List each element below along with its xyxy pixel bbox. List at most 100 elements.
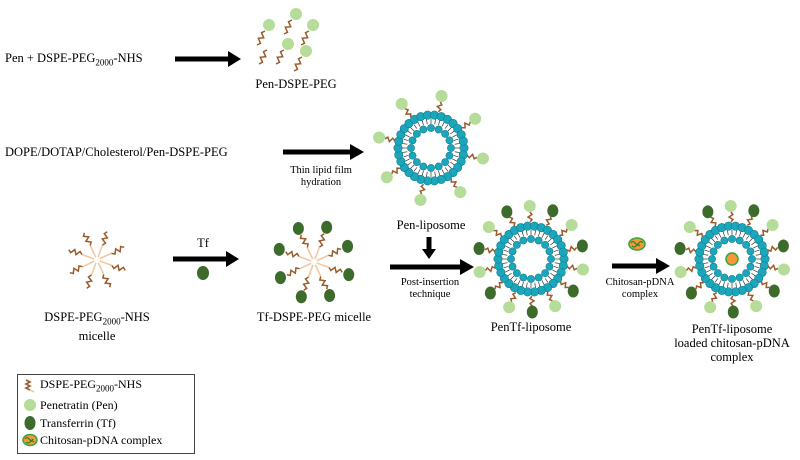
penetratin-bead <box>503 301 516 314</box>
lipid-tail <box>89 245 97 258</box>
lipid-tail <box>526 230 528 236</box>
lipid-head-inner <box>408 151 417 160</box>
lipid-tail <box>544 235 549 240</box>
lipid-head-inner <box>735 236 744 245</box>
arrow-chitosan <box>612 258 670 274</box>
lipid-tail <box>316 254 329 262</box>
peg-chain <box>300 30 310 46</box>
peg-chain <box>302 276 311 291</box>
lipid-head-inner <box>742 269 751 278</box>
lipid-head-inner <box>541 240 550 249</box>
lipid-tail <box>739 231 742 237</box>
peg-chain <box>285 250 300 259</box>
penetratin-bead <box>300 45 312 57</box>
legend-peg-suffix: -NHS <box>114 377 143 391</box>
lipid-head-inner <box>541 269 550 278</box>
peg-subscript: 2000 <box>95 57 114 68</box>
lipid-tail <box>450 161 455 166</box>
transferrin-bead <box>501 205 513 219</box>
lipid-head-outer <box>558 247 568 257</box>
legend-item-transferrin: Transferrin (Tf) <box>40 416 116 430</box>
lipid-head-inner <box>441 158 450 167</box>
penetratin-bead <box>263 19 275 31</box>
lipid-tail <box>742 233 746 238</box>
lipid-tail <box>513 235 518 240</box>
legend-icons <box>22 379 38 447</box>
lipid-head-inner <box>412 129 421 138</box>
transferrin-bead <box>342 239 354 253</box>
lipid-tail <box>507 241 512 246</box>
lipid-tail <box>405 158 410 162</box>
lipid-tail <box>745 278 750 283</box>
lipid-tail <box>550 272 555 277</box>
lipid-tail <box>306 247 314 260</box>
final-line3: complex <box>710 350 754 364</box>
tf-micelle-label: Tf-DSPE-PEG micelle <box>256 310 372 324</box>
lipid-head-inner <box>545 247 554 256</box>
lipid-head-inner <box>735 273 744 282</box>
transferrin-bead <box>674 241 686 255</box>
lipid-tail <box>413 167 418 172</box>
penetratin-bead <box>674 266 687 279</box>
lipid-head-inner <box>445 151 454 160</box>
lipid-tail <box>502 254 508 256</box>
transferrin-bead <box>768 284 780 298</box>
lipid-tail <box>402 151 408 153</box>
lipid-tail <box>402 143 408 145</box>
penetratin-bead <box>435 90 448 103</box>
lipid-tail <box>403 138 409 141</box>
lipid-tail <box>751 241 756 246</box>
lipid-tail <box>405 134 410 138</box>
lipid-tail <box>447 127 452 132</box>
peg-chain <box>493 229 503 237</box>
post-insertion-line1: Post-insertion <box>400 277 460 288</box>
arrow-row2 <box>283 144 364 160</box>
penetratin-bead <box>576 263 589 276</box>
chitosan-pdna-core <box>725 252 739 266</box>
penetratin-bead <box>683 220 696 233</box>
peg-chain <box>526 211 534 223</box>
lipid-tail <box>453 138 459 141</box>
transferrin-bead <box>473 241 485 255</box>
lipid-head-inner <box>508 247 517 256</box>
peg-chain <box>710 292 718 302</box>
arrow-down <box>422 237 436 259</box>
lipid-mix-label: DOPE/DOTAP/Cholesterol/Pen-DSPE-PEG <box>5 145 228 159</box>
peg-chain <box>299 234 310 248</box>
lipid-head-inner <box>434 125 443 134</box>
peg-chain <box>68 248 83 257</box>
transferrin-bead <box>777 239 789 253</box>
peg-chain <box>685 247 697 254</box>
peg-chain <box>85 274 94 289</box>
transferrin-bead <box>685 286 697 300</box>
lipid-head-inner <box>713 269 722 278</box>
lipid-tail <box>538 231 541 237</box>
lipid-head-inner <box>512 269 521 278</box>
pentf-liposome <box>473 200 589 319</box>
lipid-tail <box>452 158 457 162</box>
lipid-tail <box>704 249 710 252</box>
lipid-tail <box>718 233 722 238</box>
peg-chain <box>546 291 554 302</box>
transferrin-bead <box>702 205 714 219</box>
chitosan-arrow-label: Chitosan-pDNA complex <box>606 277 675 301</box>
peg-chain <box>509 292 517 302</box>
lipid-head-inner <box>519 273 528 282</box>
lipid-head-inner <box>441 129 450 138</box>
lipid-tail <box>441 122 445 127</box>
penetratin-bead <box>380 171 393 184</box>
lipid-tail <box>552 245 557 249</box>
peg-chain <box>419 183 426 195</box>
lipid-tail <box>434 119 436 125</box>
dspe-micelle-label: DSPE-PEG2000-NHS micelle <box>44 310 150 343</box>
lipid-head-inner <box>427 164 435 172</box>
lipid-tail <box>714 235 719 240</box>
lipid-head-inner <box>419 162 428 171</box>
lipid-tail <box>554 262 560 264</box>
lipid-tail <box>711 275 716 280</box>
lipid-tail <box>314 246 321 260</box>
lipid-head-inner <box>427 124 435 132</box>
lipid-head-inner <box>709 247 718 256</box>
